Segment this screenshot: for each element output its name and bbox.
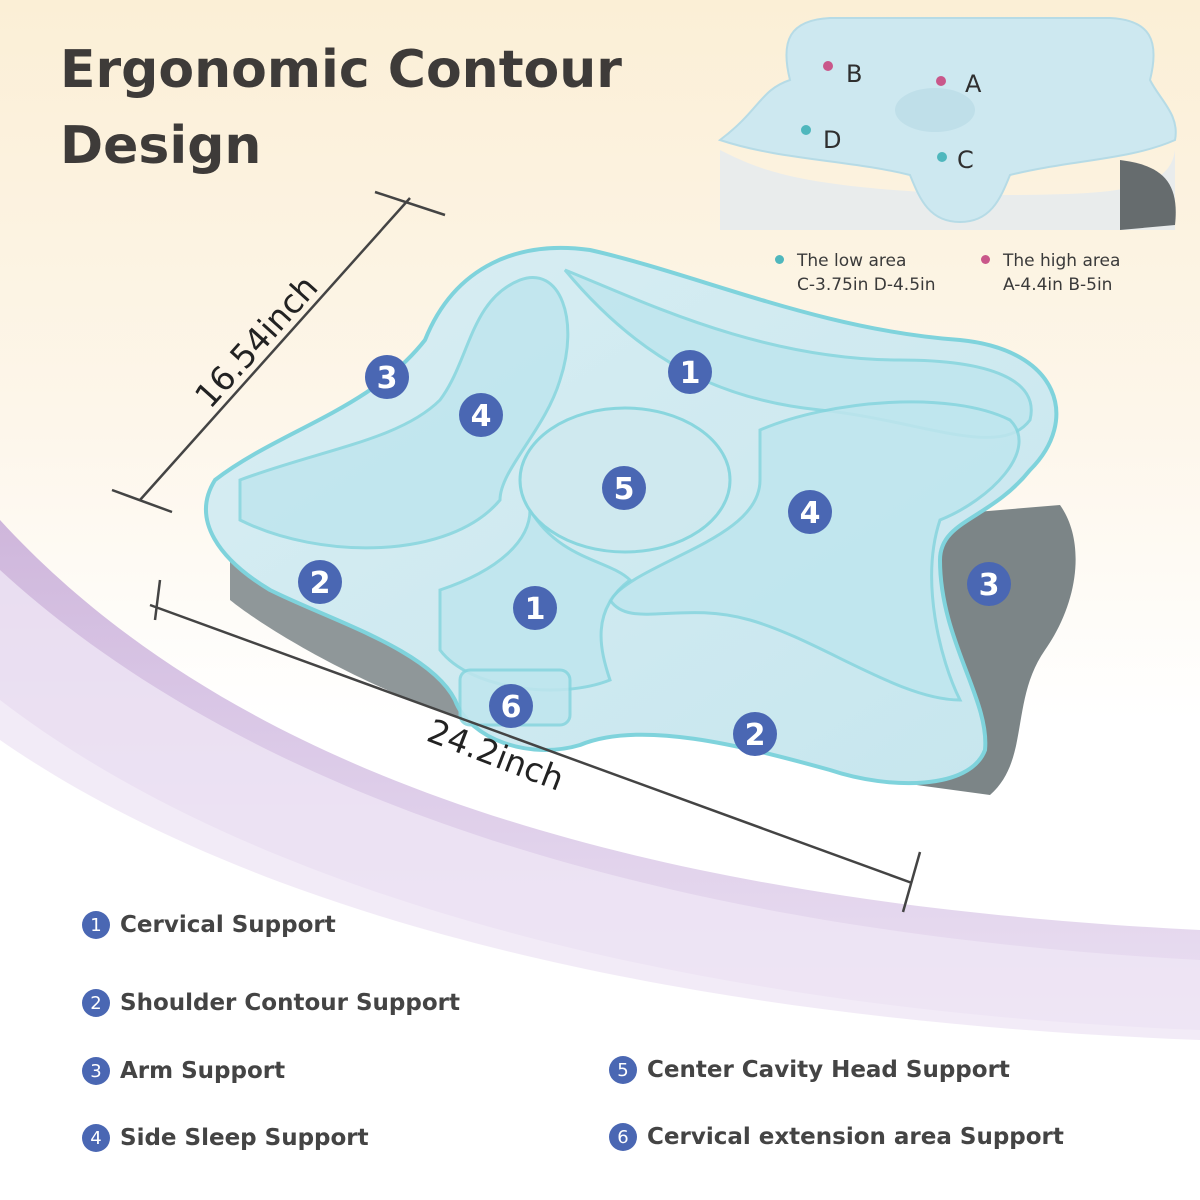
- feature-item-6: 6 Cervical extension area Support: [609, 1119, 1064, 1155]
- badge-2-left: 2: [298, 560, 342, 604]
- feature-label: Center Cavity Head Support: [647, 1057, 1010, 1083]
- point-c-label: C: [957, 146, 974, 174]
- page-title: Ergonomic Contour Design: [60, 32, 622, 184]
- badge-4-right: 4: [788, 490, 832, 534]
- feature-label: Arm Support: [120, 1058, 286, 1084]
- feature-item-1: 1 Cervical Support: [82, 907, 336, 943]
- low-area-dot: [775, 255, 784, 264]
- badge-2-right: 2: [733, 712, 777, 756]
- title-line-1: Ergonomic Contour: [60, 40, 622, 100]
- high-area-title: The high area: [1003, 251, 1121, 271]
- point-d-label: D: [823, 126, 841, 154]
- depth-dimension-line: [111, 190, 446, 514]
- feature-number-badge: 2: [82, 989, 110, 1017]
- badge-6: 6: [489, 684, 533, 728]
- low-area-title: The low area: [797, 251, 907, 271]
- feature-number-badge: 5: [609, 1056, 637, 1084]
- svg-text:2: 2: [310, 566, 331, 601]
- badge-5-center: 5: [602, 466, 646, 510]
- badge-4-left: 4: [459, 393, 503, 437]
- feature-item-5: 5 Center Cavity Head Support: [609, 1052, 1010, 1088]
- svg-text:1: 1: [525, 592, 546, 627]
- svg-text:3: 3: [979, 568, 1000, 603]
- svg-text:4: 4: [471, 399, 492, 434]
- badge-1-top: 1: [668, 350, 712, 394]
- legend-high-area: The high area A-4.4in B-5in: [981, 249, 1121, 297]
- feature-item-3: 3 Arm Support: [82, 1053, 285, 1089]
- feature-item-4: 4 Side Sleep Support: [82, 1120, 369, 1156]
- feature-number-badge: 3: [82, 1057, 110, 1085]
- inset-pillow-illustration: B A D C: [717, 17, 1177, 230]
- zone-1-top-shape: [563, 268, 1033, 439]
- svg-text:3: 3: [377, 361, 398, 396]
- feature-number-badge: 1: [82, 911, 110, 939]
- svg-text:4: 4: [800, 496, 821, 531]
- point-a-label: A: [965, 70, 982, 98]
- feature-item-2: 2 Shoulder Contour Support: [82, 985, 460, 1021]
- depth-label: 16.54inch: [187, 268, 325, 416]
- feature-number-badge: 6: [609, 1123, 637, 1151]
- feature-number-badge: 4: [82, 1124, 110, 1152]
- zone-4-left-shape: [238, 276, 570, 550]
- high-area-values: A-4.4in B-5in: [1003, 275, 1113, 295]
- low-area-values: C-3.75in D-4.5in: [797, 275, 936, 295]
- svg-text:6: 6: [501, 690, 522, 725]
- svg-text:5: 5: [614, 472, 635, 507]
- feature-label: Cervical Support: [120, 912, 336, 938]
- zone-badges: 3 1 4 5 4 2 3 1 6 2: [298, 350, 1011, 756]
- point-b-label: B: [846, 60, 862, 88]
- svg-text:2: 2: [745, 718, 766, 753]
- feature-label: Shoulder Contour Support: [120, 990, 460, 1016]
- legend-low-area: The low area C-3.75in D-4.5in: [775, 249, 936, 297]
- high-area-dot: [981, 255, 990, 264]
- badge-3-left: 3: [365, 355, 409, 399]
- feature-label: Cervical extension area Support: [647, 1124, 1064, 1150]
- badge-3-right: 3: [967, 562, 1011, 606]
- width-dimension-line: [149, 579, 922, 913]
- feature-label: Side Sleep Support: [120, 1125, 369, 1151]
- badge-1-bottom: 1: [513, 586, 557, 630]
- title-line-2: Design: [60, 116, 262, 176]
- svg-text:1: 1: [680, 356, 701, 391]
